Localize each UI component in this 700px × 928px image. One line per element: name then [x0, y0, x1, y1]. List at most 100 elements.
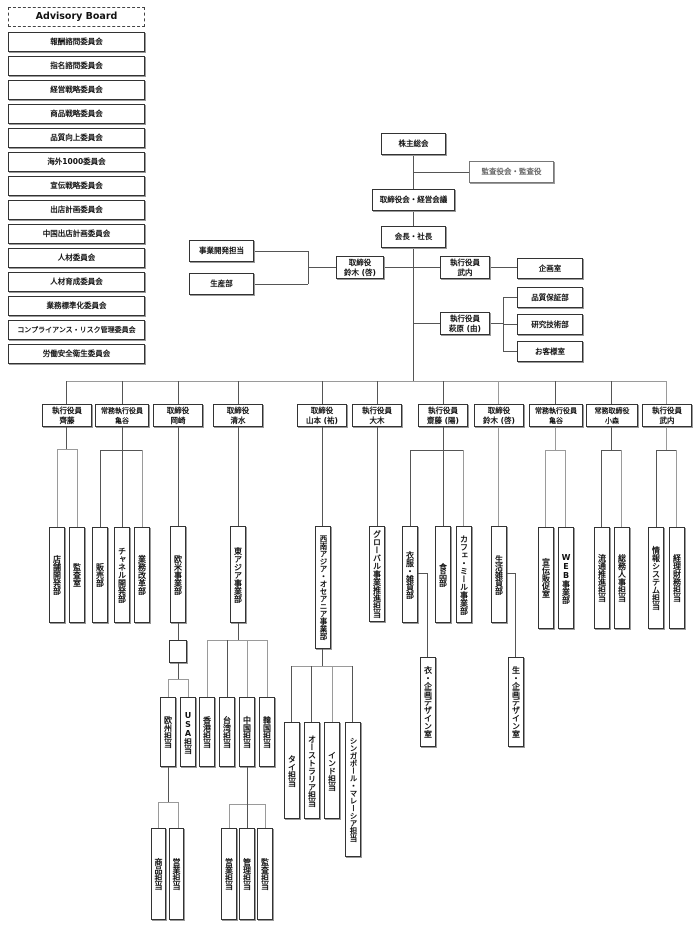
committee-box: 海外1000委員会 — [8, 152, 145, 172]
dept-label: 欧米事業部 — [173, 554, 183, 595]
connector — [158, 802, 159, 828]
exec-name: 亀谷 — [549, 416, 563, 425]
connector — [168, 679, 188, 680]
connector — [267, 640, 268, 697]
connector — [503, 324, 517, 325]
connector — [178, 802, 179, 828]
exec-box: 執行役員齊藤 — [42, 404, 92, 427]
dept-label: 経理財務担当 — [672, 554, 682, 602]
exec-name: 鈴木 (啓) — [483, 415, 515, 425]
connector — [122, 381, 123, 404]
dept-box: 店舗開発部 — [49, 527, 65, 623]
connector — [410, 450, 464, 451]
connector — [168, 767, 169, 802]
connector — [291, 666, 292, 722]
exec-name: 齊藤 — [59, 415, 75, 425]
dept-label: カフェ・ミール事業部 — [459, 534, 469, 615]
committee-box: コンプライアンス・リスク管理委員会 — [8, 320, 145, 340]
connector — [601, 450, 622, 451]
connector — [332, 666, 333, 722]
connector — [57, 449, 58, 527]
dept-label: 西南アジア・オセアニア事業部 — [319, 535, 328, 640]
connector — [503, 297, 517, 298]
connector — [352, 666, 353, 722]
exec-box: 取締役山本 (祐) — [297, 404, 347, 427]
exec-box: 常務執行役員亀谷 — [529, 404, 583, 427]
connector — [463, 450, 464, 526]
connector — [158, 802, 178, 803]
committee-box: 商品戦略委員会 — [8, 104, 145, 124]
connector — [247, 640, 248, 697]
exec-title: 執行役員 — [52, 405, 82, 415]
exec-title: 取締役 — [226, 405, 250, 415]
committee-box: 宣伝戦略委員会 — [8, 176, 145, 196]
connector — [308, 251, 309, 284]
dept-box: 業務改革部 — [134, 527, 150, 623]
sub-unit-box: 韓国担当 — [259, 697, 275, 767]
dept-label: 流通推進担当 — [597, 554, 607, 602]
sub-unit-label: オーストラリア担当 — [307, 734, 317, 807]
connector — [565, 450, 566, 527]
exec-title: 取締役 — [166, 405, 190, 415]
connector — [503, 351, 517, 352]
connector — [611, 427, 612, 450]
sub-unit-label: シンガポール・マレーシア担当 — [349, 737, 358, 842]
connector — [611, 381, 612, 404]
connector — [656, 450, 657, 527]
connector — [322, 649, 323, 666]
connector — [676, 450, 677, 527]
dept-label: 業務改革部 — [137, 555, 147, 595]
exec-title: 常務取締役 — [594, 406, 630, 415]
connector — [410, 450, 411, 526]
exec-name: 鈴木 (啓) — [344, 267, 376, 277]
dept-label: 情報システム担当 — [651, 546, 661, 610]
connector — [545, 450, 566, 451]
exec-title: 執行役員 — [450, 313, 480, 323]
sub-unit-box: オーストラリア担当 — [304, 722, 320, 819]
connector — [178, 427, 179, 527]
exec-title: 執行役員 — [428, 405, 458, 415]
dept-box: チャネル開発部 — [114, 527, 130, 623]
connector — [377, 427, 378, 526]
exec-name: 武内 — [659, 415, 675, 425]
connector — [443, 427, 444, 526]
connector — [311, 666, 312, 722]
exec-officer-hagiwara: 執行役員 萩原 (由) — [440, 312, 490, 335]
connector — [66, 427, 67, 449]
connector — [308, 267, 336, 268]
dept-label: 生活雑貨部 — [494, 554, 504, 595]
auditors-box: 監査役会・監査役 — [469, 161, 554, 183]
sub-unit-box: 営業担当 — [221, 828, 237, 920]
connector — [413, 267, 440, 268]
sub-unit-label: 韓国担当 — [262, 716, 272, 748]
connector — [377, 381, 378, 404]
sub-unit-box: 欧州担当 — [160, 697, 176, 767]
connector — [601, 450, 602, 527]
exec-name: 岡崎 — [170, 415, 186, 425]
connector — [555, 381, 556, 404]
sub-unit-box: USA担当 — [180, 697, 196, 767]
connector — [666, 381, 667, 404]
sub-unit-label: 中国担当 — [242, 716, 252, 748]
dept-box: 食品部 — [435, 526, 451, 623]
sub-unit-label: 営業担当 — [224, 858, 234, 890]
exec-box: 取締役岡崎 — [153, 404, 203, 427]
connector — [100, 450, 101, 527]
connector — [57, 449, 78, 450]
connector — [656, 450, 677, 451]
connector — [515, 573, 516, 657]
dept-label: 販売部 — [95, 563, 105, 587]
sub-unit-box: 台湾担当 — [219, 697, 235, 767]
connector — [545, 450, 546, 527]
connector — [178, 663, 179, 679]
connector — [418, 573, 427, 574]
exec-name: 萩原 (由) — [449, 323, 481, 333]
dept-box: 総務人事担当 — [614, 527, 630, 629]
dept-box: 衣服・雑貨部 — [402, 526, 418, 623]
sub-unit-box: 生・企画デザイン室 — [508, 657, 524, 747]
exec-title: 常務執行役員 — [535, 406, 577, 415]
connector — [207, 640, 268, 641]
production-dept-box: 生産部 — [189, 273, 254, 295]
dept-box: カフェ・ミール事業部 — [456, 526, 472, 623]
dept-box: 情報システム担当 — [648, 527, 664, 629]
